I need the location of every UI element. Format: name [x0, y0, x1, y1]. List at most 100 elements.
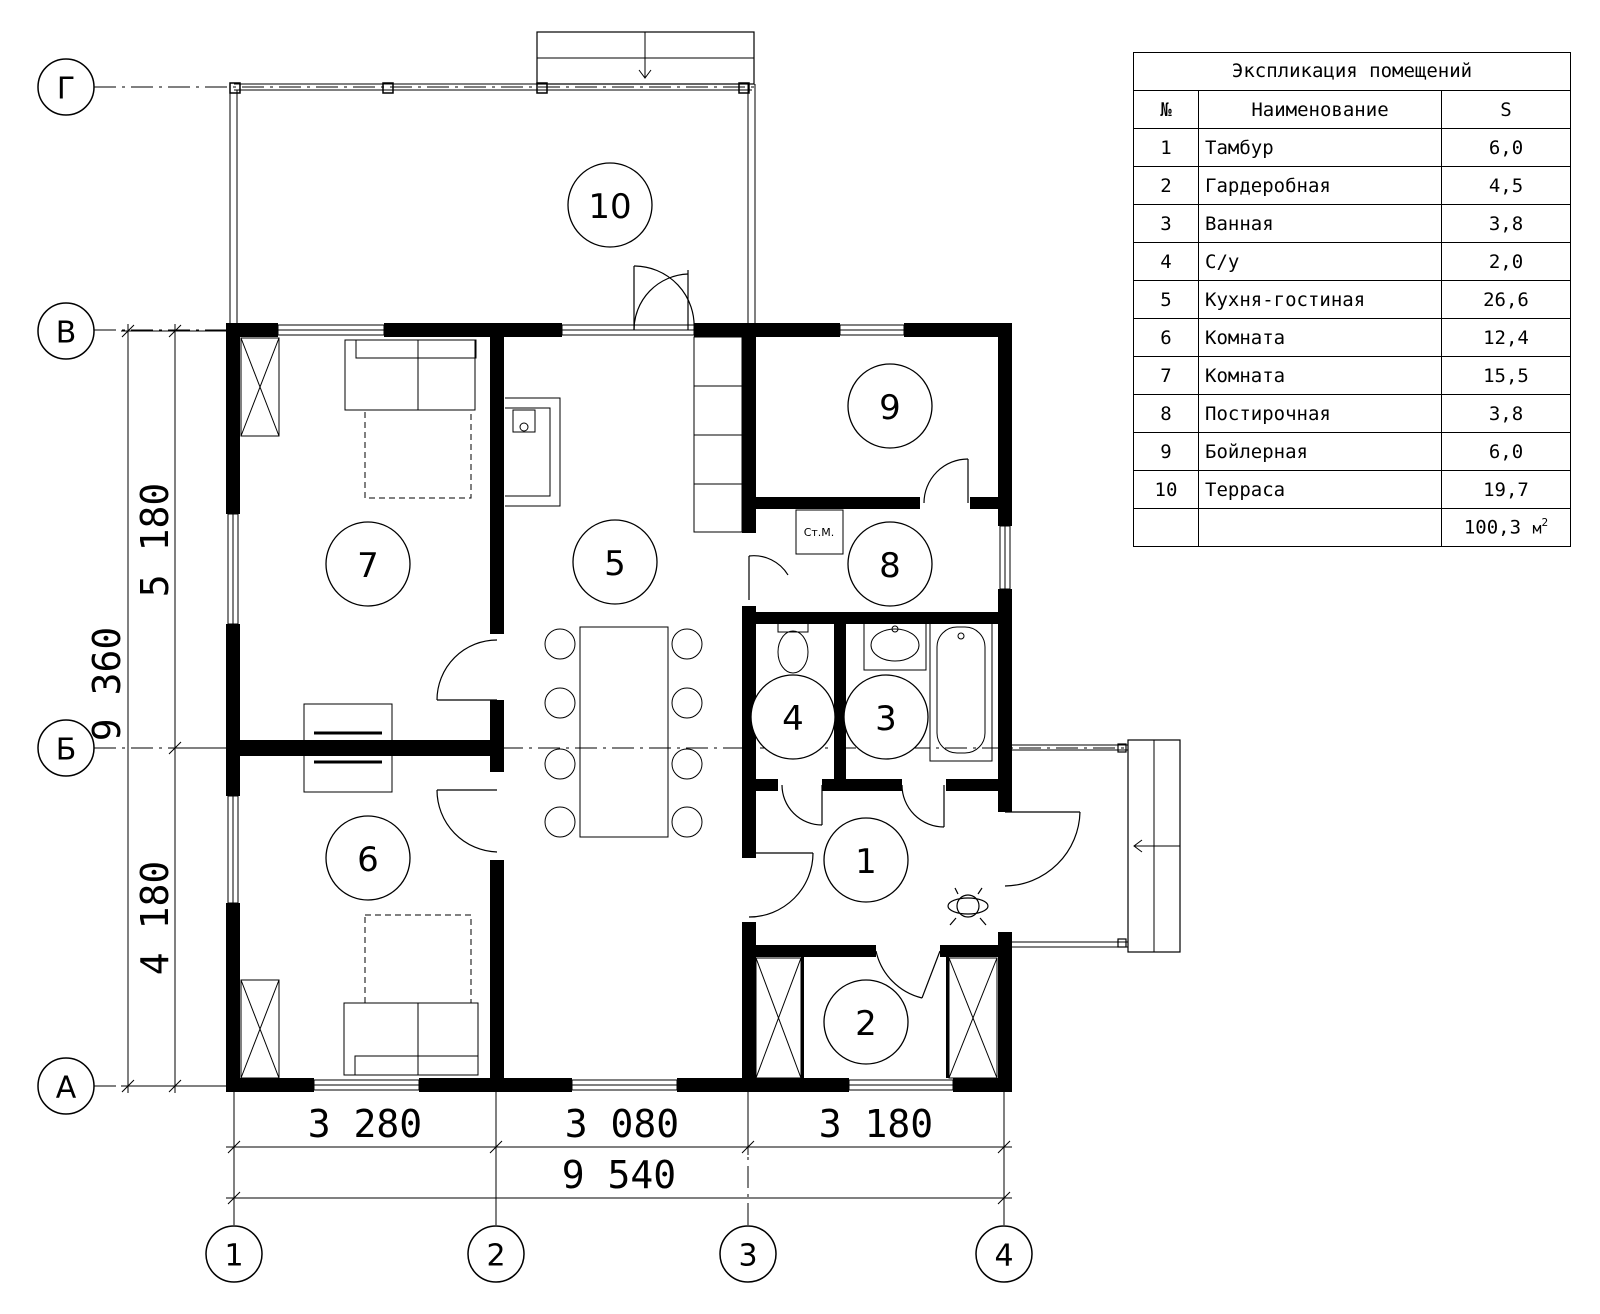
cell-area: 4,5	[1441, 166, 1571, 205]
tv-stand	[303, 703, 393, 793]
axis-label-g: Г	[57, 72, 75, 107]
room-markers	[325, 162, 933, 1065]
kitchen-counter	[505, 397, 561, 507]
cell-area: 19,7	[1441, 470, 1571, 509]
cell-num: 7	[1133, 356, 1199, 395]
axis-label-v: В	[56, 316, 77, 351]
cell-num: 4	[1133, 242, 1199, 281]
cell-num: 9	[1133, 432, 1199, 471]
cell-name: Ванная	[1198, 204, 1442, 243]
room-marker-5	[572, 519, 658, 605]
cell-num: 5	[1133, 280, 1199, 319]
room-marker-10	[567, 162, 653, 248]
axis-markers	[37, 58, 1033, 1283]
cell-name: С/у	[1198, 242, 1442, 281]
room-marker-2	[823, 979, 909, 1065]
axis-marker-g	[37, 58, 95, 116]
cell-area: 6,0	[1441, 128, 1571, 167]
cell-num: 2	[1133, 166, 1199, 205]
total-area-cell: 100,3 м2	[1441, 508, 1571, 547]
washbasin	[863, 619, 927, 671]
cell-name: Постирочная	[1198, 394, 1442, 433]
cell-name: Гардеробная	[1198, 166, 1442, 205]
closet-2-left	[755, 957, 802, 1079]
room-label-8: 8	[879, 546, 901, 586]
axis-marker-b	[37, 719, 95, 777]
washing-machine	[795, 509, 844, 555]
room-label-7: 7	[357, 546, 379, 586]
dim-v-2: 4 180	[133, 861, 177, 975]
entrance-porch	[1010, 739, 1181, 953]
room-label-10: 10	[588, 187, 631, 227]
table-header-row: № Наименование S	[1133, 90, 1571, 129]
wardrobe-7	[240, 337, 280, 437]
total-area-value: 100,3	[1463, 516, 1522, 539]
room-label-1: 1	[855, 842, 877, 882]
closet-2-right	[948, 957, 998, 1079]
cell-num: 10	[1133, 470, 1199, 509]
room-label-9: 9	[879, 388, 901, 428]
room-label-2: 2	[855, 1004, 877, 1044]
room-marker-1	[823, 817, 909, 903]
table-total-row: 100,3 м2	[1133, 508, 1571, 547]
person-figure	[947, 887, 989, 926]
sofa-7	[344, 339, 476, 411]
cell-area: 3,8	[1441, 394, 1571, 433]
cell-num: 6	[1133, 318, 1199, 357]
axis-grid-lines	[94, 86, 1128, 1225]
wardrobe-6	[240, 979, 280, 1079]
room-label-6: 6	[357, 840, 379, 880]
windows	[227, 324, 1011, 1091]
cell-num: 1	[1133, 128, 1199, 167]
axis-label-b: Б	[56, 733, 77, 768]
room-marker-8	[847, 521, 933, 607]
room-label-5: 5	[604, 544, 626, 584]
axis-marker-3	[719, 1225, 777, 1283]
room-schedule-title: Экспликация помещений	[1133, 52, 1571, 90]
total-num-cell	[1133, 508, 1199, 547]
room-label-3: 3	[875, 699, 897, 739]
room-schedule-table: Экспликация помещений № Наименование S 1…	[1133, 52, 1571, 547]
room-label-4: 4	[782, 699, 804, 739]
cell-area: 15,5	[1441, 356, 1571, 395]
room-marker-4	[750, 674, 836, 760]
axis-label-4: 4	[994, 1239, 1013, 1274]
header-name: Наименование	[1198, 90, 1442, 129]
axis-marker-a	[37, 1057, 95, 1115]
cell-name: Комната	[1198, 356, 1442, 395]
walls	[226, 323, 1012, 1092]
cell-area: 3,8	[1441, 204, 1571, 243]
total-area-unit-sup: 2	[1541, 516, 1549, 530]
room-marker-3	[843, 674, 929, 760]
cell-area: 26,6	[1441, 280, 1571, 319]
cell-area: 12,4	[1441, 318, 1571, 357]
sofa-6	[343, 1002, 479, 1076]
furniture	[240, 336, 998, 1079]
cell-num: 8	[1133, 394, 1199, 433]
dim-h-2: 3 080	[565, 1102, 679, 1146]
dim-v-total: 9 360	[85, 627, 129, 741]
stairs	[693, 336, 743, 533]
axis-label-1: 1	[224, 1239, 243, 1274]
terrace	[229, 31, 756, 326]
axis-marker-4	[975, 1225, 1033, 1283]
room-marker-6	[325, 815, 411, 901]
header-area: S	[1441, 90, 1571, 129]
cell-name: Комната	[1198, 318, 1442, 357]
cell-name: Кухня-гостиная	[1198, 280, 1442, 319]
dim-h-3: 3 180	[819, 1102, 933, 1146]
header-num: №	[1133, 90, 1199, 129]
axis-marker-v	[37, 302, 95, 360]
doors	[436, 265, 1081, 999]
axis-label-2: 2	[486, 1239, 505, 1274]
cell-num: 3	[1133, 204, 1199, 243]
